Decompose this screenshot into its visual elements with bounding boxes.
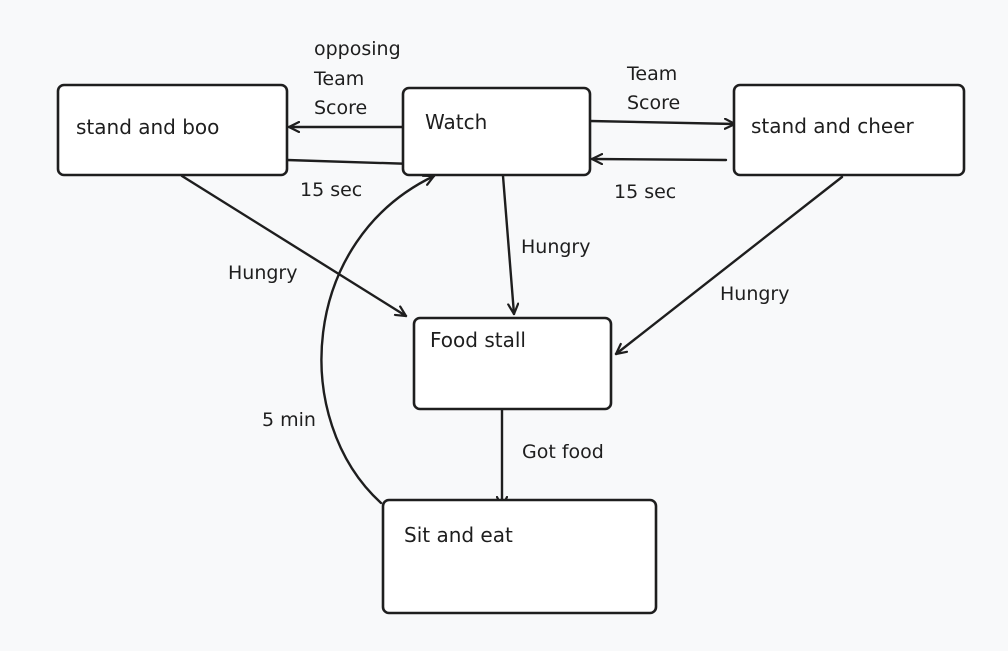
node-food-stall-label: Food stall [430,328,526,352]
label-watch-to-boo-line-1: opposing [314,38,401,60]
label-watch-to-boo-line-3: Score [314,97,367,119]
label-boo-to-watch: 15 sec [300,179,362,201]
label-watch-to-boo: opposing Team Score [313,38,407,119]
edge-watch-to-cheer [588,121,737,124]
label-watch-to-boo-line-2: Team [313,68,364,90]
node-stand-and-cheer: stand and cheer [732,83,966,177]
label-food-to-eat: Got food [522,441,604,463]
edge-cheer-to-food [614,175,844,356]
node-sit-and-eat-box [381,498,658,615]
node-sit-and-eat: Sit and eat [381,498,658,615]
label-boo-to-food: Hungry [228,262,298,284]
node-stand-and-cheer-label: stand and cheer [751,114,915,138]
edge-cheer-to-watch [590,159,728,160]
label-eat-to-watch: 5 min [262,409,316,431]
node-stand-and-cheer-box [732,83,966,177]
label-watch-to-cheer: Team Score [626,63,683,114]
edge-eat-to-watch [320,176,436,505]
label-watch-to-cheer-line-1: Team [626,63,677,85]
edges [180,121,844,509]
edge-labels: opposing Team Score 15 sec Team Score 15… [228,38,790,463]
node-food-stall: Food stall [412,316,613,411]
edge-boo-to-watch [285,160,415,164]
label-watch-to-cheer-line-2: Score [627,92,680,114]
node-food-stall-box [412,316,613,411]
node-sit-and-eat-label: Sit and eat [404,523,513,547]
label-watch-to-food: Hungry [521,236,591,258]
edge-watch-to-food [501,174,514,316]
label-cheer-to-food: Hungry [720,283,790,305]
node-stand-and-boo-label: stand and boo [76,115,219,139]
node-watch: Watch [401,86,592,177]
node-stand-and-boo-box [56,83,289,177]
label-cheer-to-watch: 15 sec [614,181,676,203]
node-watch-box [401,86,592,177]
edge-boo-to-food [180,174,408,318]
node-watch-label: Watch [425,110,487,134]
node-stand-and-boo: stand and boo [56,83,289,177]
